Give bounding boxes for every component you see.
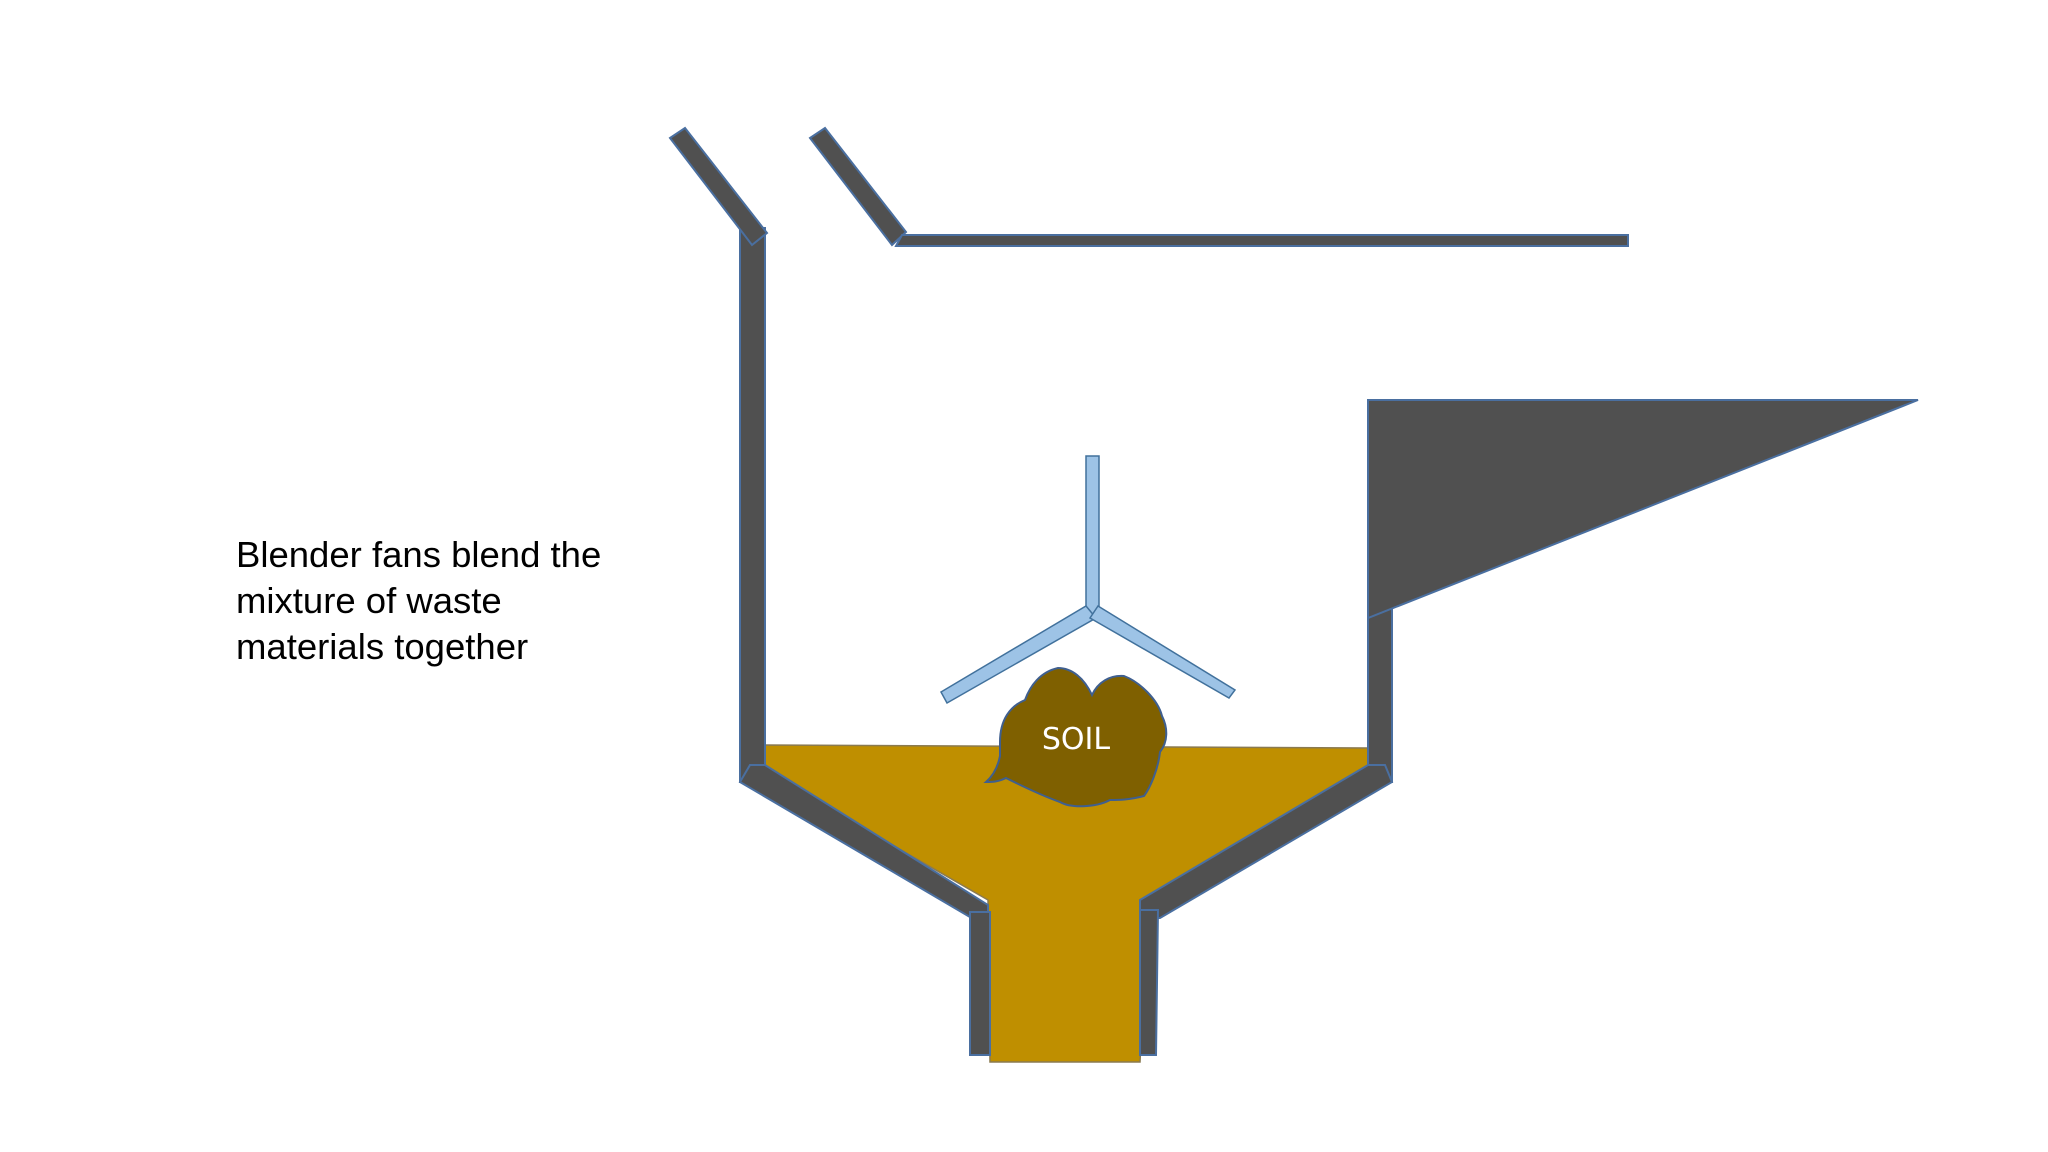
soil-clump-icon: SOIL [983, 666, 1168, 808]
soil-clump [983, 666, 1168, 808]
right-funnel-wall [1139, 764, 1394, 919]
left-inlet-wall [668, 126, 769, 247]
fan-blade-top [1085, 455, 1100, 619]
left-wall [739, 227, 766, 783]
top-inlet-bar [894, 234, 1629, 247]
caption-line-3: materials together [236, 626, 529, 667]
left-spout-wall [969, 911, 991, 1056]
right-spout-wall [1139, 909, 1160, 1056]
fan-blade-right [1088, 604, 1237, 699]
output-chute [1367, 399, 1919, 620]
caption-text: Blender fans blend the mixture of waste … [236, 532, 676, 670]
caption-line-2: mixture of waste [236, 580, 502, 621]
soil-label: SOIL [1042, 722, 1111, 757]
right-wall [1367, 599, 1393, 783]
caption-line-1: Blender fans blend the [236, 534, 602, 575]
right-inlet-wall [808, 126, 908, 247]
three-blade-fan-icon [939, 455, 1237, 705]
